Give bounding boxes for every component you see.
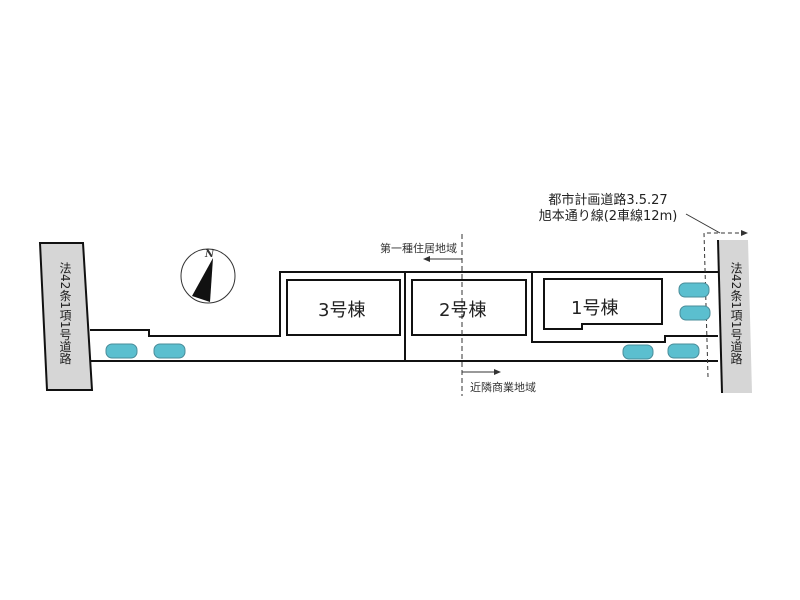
car-icon (667, 343, 700, 359)
right-zone-label: 近隣商業地域 (470, 381, 536, 394)
building-2-outline (411, 279, 527, 336)
leader-line (685, 213, 721, 234)
compass-north-label: N (205, 249, 215, 260)
right-road (718, 240, 752, 393)
city-road-label-line2: 旭本通り線(2車線12m) (538, 209, 678, 224)
car-icons (105, 282, 711, 360)
lot-outline (90, 271, 718, 337)
lot-divider (531, 272, 718, 343)
city-road-dashed-boundary (703, 232, 745, 378)
left-road-label: 法42条1項1号道路 (58, 262, 72, 365)
arrowhead (423, 256, 430, 262)
car-icon (153, 343, 186, 359)
right-road-edge (717, 239, 723, 394)
car-icon (622, 344, 654, 360)
arrowhead (741, 230, 748, 236)
building-3-outline (286, 279, 401, 336)
city-road-label-line1: 都市計画道路3.5.27 (548, 193, 668, 208)
car-icon (105, 343, 138, 359)
right-road-label: 法42条1項1号道路 (729, 262, 743, 365)
building-1-outline (543, 278, 663, 330)
compass-icon (180, 248, 236, 304)
arrowhead (494, 369, 501, 375)
building-2-label: 2号棟 (439, 300, 487, 321)
left-road (38, 242, 94, 391)
left-zone-label: 第一種住居地域 (380, 242, 457, 255)
car-icon (678, 282, 710, 298)
building-3-label: 3号棟 (318, 300, 366, 321)
building-1-label: 1号棟 (571, 298, 619, 319)
car-icon (679, 305, 711, 321)
